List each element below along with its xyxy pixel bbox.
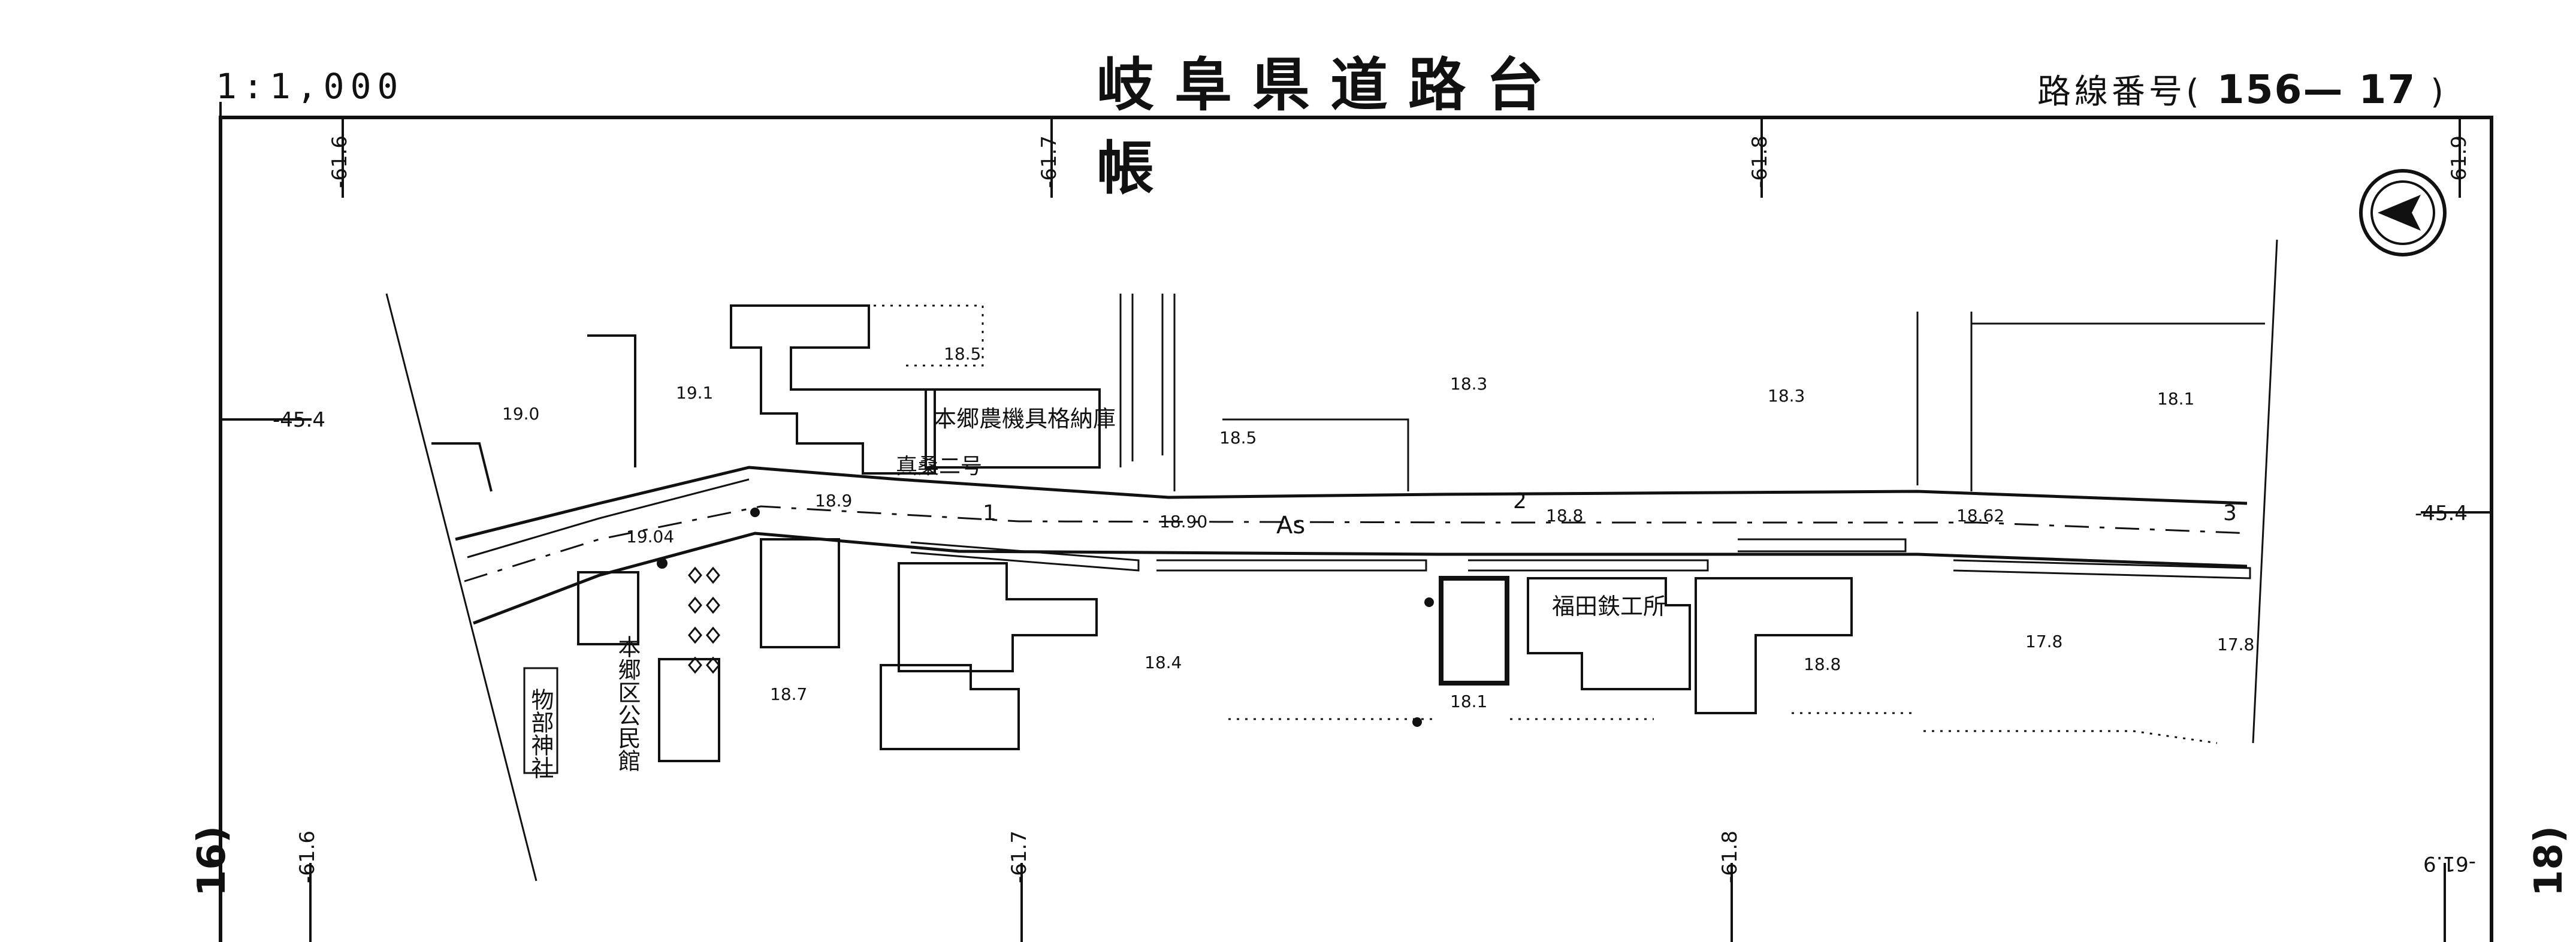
map-scale: 1:1,000 — [216, 66, 404, 107]
road-edges — [455, 466, 2248, 625]
label-hall: 本郷区公民館 — [614, 635, 641, 772]
elev-16: 17.8 — [2025, 632, 2062, 651]
elev-14: 18.4 — [1144, 653, 1182, 672]
elev-1: 19.0 — [502, 404, 539, 424]
grid-x-top-1: -61.6 — [328, 135, 352, 188]
south-buildings — [577, 538, 1853, 762]
elev-4: 18.3 — [1450, 374, 1487, 394]
label-ironworks: 福田鉄工所 — [1552, 593, 1666, 620]
retaining-walls — [467, 478, 2251, 579]
label-place: 真桑二号 — [896, 454, 982, 479]
elev-6: 18.1 — [2157, 389, 2194, 409]
elev-12: 18.62 — [1956, 506, 2004, 526]
grid-y-left: -45.4 — [273, 408, 325, 432]
grid-x-bottom-3: -61.8 — [1718, 831, 1742, 883]
north-parcels — [1119, 294, 2265, 491]
label-shrine: 物部神社 — [527, 688, 554, 779]
north-arrow-icon — [2359, 169, 2447, 256]
map-frame — [219, 116, 2493, 942]
elev-13: 18.7 — [770, 684, 807, 704]
road-centerline — [464, 505, 2251, 582]
elev-15: 18.1 — [1450, 692, 1487, 711]
grid-y-right: -45.4 — [2415, 502, 2468, 526]
station-2: 2 — [1513, 489, 1527, 514]
elev-11: 18.8 — [1546, 506, 1583, 526]
dotted-boundaries — [731, 304, 2218, 744]
route-close: ) — [2430, 73, 2447, 111]
grid-x-bottom-2: -61.7 — [1007, 831, 1031, 883]
tree-symbols — [688, 566, 720, 674]
grid-x-top-3: -61.8 — [1748, 135, 1772, 188]
elev-8: 18.9 — [815, 491, 852, 511]
grid-x-top-2: -61.7 — [1037, 135, 1061, 188]
parcel-boundary-right — [2252, 239, 2278, 744]
route-label: 路線番号( — [2037, 73, 2203, 111]
grid-x-bottom-1: -61.6 — [295, 831, 319, 883]
elev-5: 18.3 — [1768, 386, 1805, 406]
utility-poles — [657, 508, 1434, 727]
adjacent-sheet-right: 18) — [2527, 825, 2572, 897]
label-warehouse: 本郷農機具格納庫 — [934, 406, 1116, 432]
shrine-box — [523, 667, 558, 774]
elev-17: 18.8 — [1804, 654, 1841, 674]
label-road-surface: As — [1276, 512, 1305, 539]
elev-3: 18.5 — [944, 344, 981, 364]
adjacent-sheet-left: 16) — [190, 825, 235, 897]
elev-9: 19.04 — [626, 527, 674, 547]
north-buildings — [431, 304, 1101, 492]
map-title: 岐阜県道路台帳 — [1097, 52, 1564, 202]
grid-ticks — [221, 117, 2492, 942]
elev-7: 18.5 — [1219, 428, 1257, 448]
elev-10: 18.90 — [1159, 512, 1207, 532]
elev-18: 17.8 — [2217, 635, 2254, 654]
station-1: 1 — [983, 501, 996, 526]
route-number: 路線番号( 156— 17 ) — [2037, 65, 2447, 113]
parcel-boundary-left — [385, 293, 537, 881]
grid-x-bottom-4: -61.9 — [2423, 852, 2476, 875]
station-3: 3 — [2223, 501, 2237, 526]
grid-x-top-4: -61.9 — [2447, 135, 2471, 188]
elev-2: 19.1 — [676, 383, 713, 403]
route-value: 156— 17 — [2216, 67, 2417, 113]
